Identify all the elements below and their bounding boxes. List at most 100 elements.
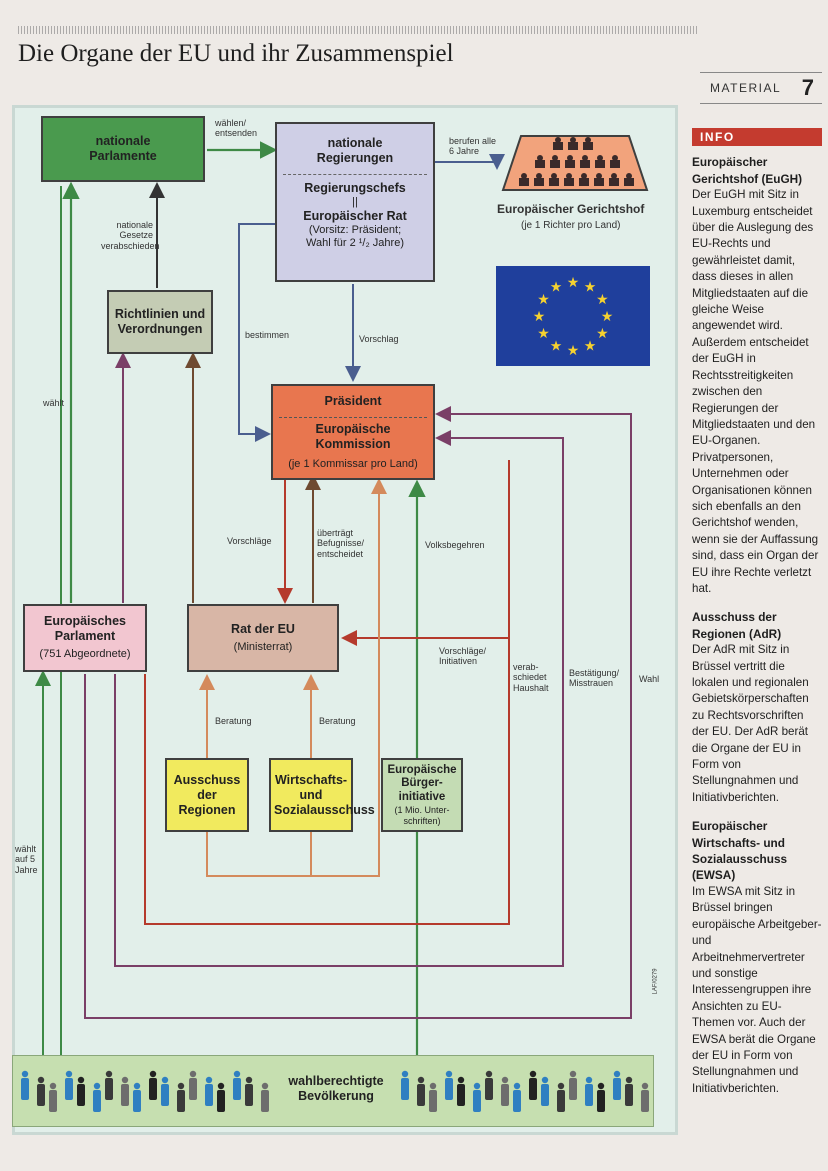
label-uebertraegt: überträgt Befugnisse/ entscheidet: [317, 528, 365, 559]
person-icon: [217, 1082, 225, 1090]
label-haushalt: verab-schiedet Haushalt: [513, 662, 549, 693]
person-icon: [401, 1070, 409, 1078]
star-icon: ★: [596, 291, 609, 307]
judge-icon: [610, 160, 620, 168]
eu-flag: ★★★★★★★★★★★★: [496, 266, 650, 366]
person-icon: [21, 1070, 29, 1078]
court-illustration: [501, 132, 649, 201]
person-body-icon: [217, 1090, 225, 1112]
person-icon: [205, 1076, 213, 1084]
material-header: MATERIAL 7: [700, 72, 822, 104]
judge-head-icon: [567, 155, 573, 161]
box-kommission: Präsident Europäische Kommission (je 1 K…: [271, 384, 435, 480]
person-body-icon: [21, 1078, 29, 1100]
label-nationale-parlamente: nationale Parlamente: [89, 134, 157, 163]
person-icon: [529, 1070, 537, 1078]
judge-icon: [519, 178, 529, 186]
person-body-icon: [121, 1084, 129, 1106]
box-wirtschafts-sozialausschuss: Wirtschafts- und Sozialausschuss: [269, 758, 375, 832]
person-icon: [121, 1076, 129, 1084]
person-body-icon: [177, 1090, 185, 1112]
label-ebi: Europäische Bürger-initiative: [387, 763, 457, 804]
person-body-icon: [641, 1090, 649, 1112]
info-ewsa-text: Im EWSA mit Sitz in Brüssel bringen euro…: [692, 884, 822, 1095]
label-nationale-gesetze: nationale Gesetze verabschieden: [101, 220, 160, 251]
star-icon: ★: [567, 342, 580, 358]
person-icon: [93, 1082, 101, 1090]
star-icon: ★: [537, 291, 550, 307]
box-nationale-parlamente: nationale Parlamente: [41, 116, 205, 182]
person-body-icon: [557, 1090, 565, 1112]
star-icon: ★: [550, 337, 563, 353]
person-body-icon: [401, 1078, 409, 1100]
label-gerichtshof: Europäischer Gerichtshof: [497, 202, 645, 216]
box-rat-der-eu: Rat der EU (Ministerrat): [187, 604, 339, 672]
label-beratung-1: Beratung: [215, 716, 252, 726]
person-icon: [261, 1082, 269, 1090]
judge-head-icon: [555, 137, 561, 143]
person-icon: [585, 1076, 593, 1084]
label-rat-der-eu: Rat der EU: [231, 621, 295, 636]
person-icon: [161, 1076, 169, 1084]
judge-icon: [568, 142, 578, 150]
label-regierungschefs: Regierungschefs: [304, 181, 406, 195]
person-body-icon: [445, 1078, 453, 1100]
person-body-icon: [133, 1090, 141, 1112]
judge-head-icon: [536, 173, 542, 179]
person-body-icon: [149, 1078, 157, 1100]
person-icon: [597, 1082, 605, 1090]
info-ewsa-title: Europäischer Wirtschafts- und Sozialauss…: [692, 819, 788, 883]
material-label: MATERIAL: [710, 81, 782, 95]
label-volksbegehren: Volksbegehren: [425, 540, 485, 550]
person-body-icon: [205, 1084, 213, 1106]
judge-head-icon: [552, 155, 558, 161]
person-body-icon: [501, 1084, 509, 1106]
label-richtlinien: Richtlinien und Verordnungen: [114, 307, 206, 336]
bevoelkerung-box: wahlberechtigte Bevölkerung: [12, 1055, 654, 1127]
judge-head-icon: [611, 173, 617, 179]
person-body-icon: [569, 1078, 577, 1100]
person-body-icon: [625, 1084, 633, 1106]
info-eugh-title: Europäischer Gerichtshof (EuGH): [692, 155, 803, 186]
label-waehlen: wählen/ entsenden: [215, 118, 258, 139]
judge-icon: [609, 178, 619, 186]
person-body-icon: [513, 1090, 521, 1112]
person-icon: [513, 1082, 521, 1090]
judge-icon: [594, 178, 604, 186]
person-body-icon: [457, 1084, 465, 1106]
person-icon: [457, 1076, 465, 1084]
person-icon: [149, 1070, 157, 1078]
person-body-icon: [189, 1078, 197, 1100]
judge-head-icon: [570, 137, 576, 143]
label-bestaetigung: Bestätigung/ Misstrauen: [569, 668, 620, 689]
person-icon: [65, 1070, 73, 1078]
person-icon: [233, 1070, 241, 1078]
person-icon: [189, 1070, 197, 1078]
label-richter: (je 1 Richter pro Land): [521, 220, 621, 231]
person-body-icon: [541, 1084, 549, 1106]
label-abgeordnete: (751 Abgeordnete): [39, 648, 131, 661]
box-europaeisches-parlament: Europäisches Parlament (751 Abgeordnete): [23, 604, 147, 672]
person-icon: [77, 1076, 85, 1084]
person-icon: [541, 1076, 549, 1084]
label-berufen: berufen alle 6 Jahre: [449, 136, 497, 157]
judge-icon: [564, 178, 574, 186]
judge-icon: [579, 178, 589, 186]
label-ebi-sub: (1 Mio. Unter-schriften): [394, 804, 450, 826]
judge-icon: [595, 160, 605, 168]
star-icon: ★: [596, 325, 609, 341]
label-beratung-2: Beratung: [319, 716, 356, 726]
judge-head-icon: [581, 173, 587, 179]
label-adr: Ausschuss der Regionen: [173, 772, 241, 817]
person-body-icon: [161, 1084, 169, 1106]
person-icon: [569, 1070, 577, 1078]
label-ministerrat: (Ministerrat): [233, 640, 293, 653]
judge-head-icon: [551, 173, 557, 179]
judge-head-icon: [566, 173, 572, 179]
person-body-icon: [233, 1078, 241, 1100]
person-icon: [417, 1076, 425, 1084]
info-eugh-text: Der EuGH mit Sitz in Luxemburg entscheid…: [692, 188, 819, 595]
judge-icon: [550, 160, 560, 168]
star-icon: ★: [537, 325, 550, 341]
person-icon: [501, 1076, 509, 1084]
